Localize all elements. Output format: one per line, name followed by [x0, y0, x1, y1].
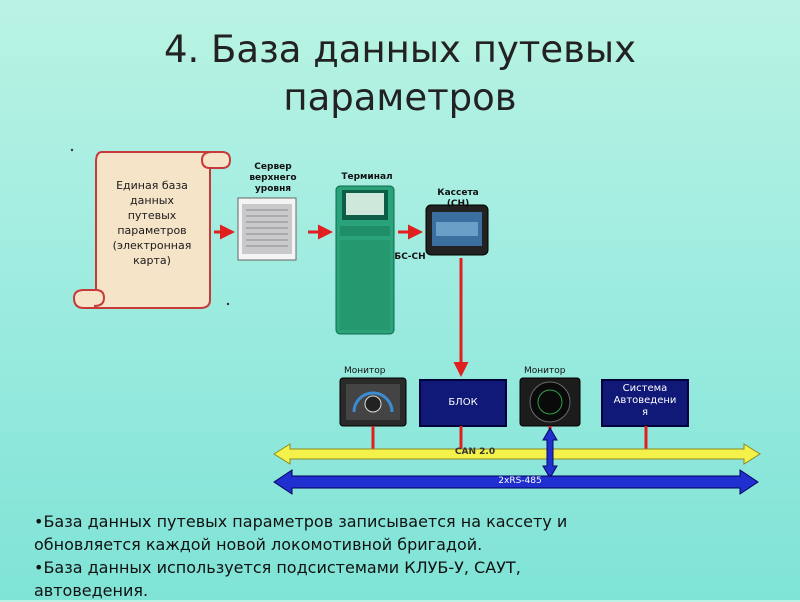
server-image	[237, 197, 297, 261]
system-box	[601, 379, 689, 427]
block-label: БЛОК	[448, 397, 478, 408]
page-title: 4. База данных путевых параметров	[0, 26, 800, 122]
scroll-line-2: данных	[130, 194, 174, 207]
can-bus-label: CAN 2.0	[454, 447, 496, 457]
bs-sn-label: БС-СН	[394, 252, 426, 262]
scroll-line-3: путевых	[127, 209, 177, 222]
monitor-left-image	[339, 377, 407, 427]
title-line-1: 4. База данных путевых	[163, 28, 637, 71]
scroll-label: Единая база данных путевых параметров (э…	[96, 178, 208, 268]
rs485-bus-label: 2xRS-485	[498, 476, 542, 486]
server-label-2: верхнего	[249, 173, 297, 183]
cassette-label-2: (СН)	[446, 199, 470, 209]
scroll-line-1: Единая база	[116, 179, 188, 192]
cassette-label: Кассета (СН)	[420, 188, 496, 210]
monitor-left-label: Монитор	[344, 366, 386, 376]
title-line-2: параметров	[283, 76, 517, 119]
rs485-bus-arrow	[273, 469, 759, 495]
cassette-image	[425, 204, 489, 256]
scroll-line-5: (электронная	[112, 239, 192, 252]
bullet-list: •База данных путевых параметров записыва…	[34, 510, 774, 602]
block-box	[419, 379, 507, 427]
system-label: Система Автоведени я	[602, 383, 688, 419]
system-label-2: Автоведени	[613, 395, 677, 406]
system-label-3: я	[641, 407, 648, 418]
can-bus-arrow	[273, 443, 761, 465]
bullet-2-line-2: автоведения.	[34, 581, 149, 600]
server-label-1: Сервер	[254, 162, 292, 172]
system-label-1: Система	[622, 383, 668, 394]
terminal-image	[335, 185, 395, 335]
server-label: Сервер верхнего уровня	[236, 162, 310, 195]
scroll-shape	[72, 151, 232, 309]
bullet-1-line-1: •База данных путевых параметров записыва…	[34, 512, 568, 531]
monitor-right-image	[519, 377, 581, 427]
server-label-3: уровня	[254, 184, 292, 194]
scroll-line-6: карта)	[133, 254, 171, 267]
monitor-right-label: Монитор	[524, 366, 566, 376]
cassette-label-1: Кассета	[437, 188, 479, 198]
bullet-1-line-2: обновляется каждой новой локомотивной бр…	[34, 535, 483, 554]
bullet-2-line-1: •База данных используется подсистемами К…	[34, 558, 521, 577]
terminal-label: Терминал	[341, 172, 393, 182]
scroll-line-4: параметров	[117, 224, 187, 237]
